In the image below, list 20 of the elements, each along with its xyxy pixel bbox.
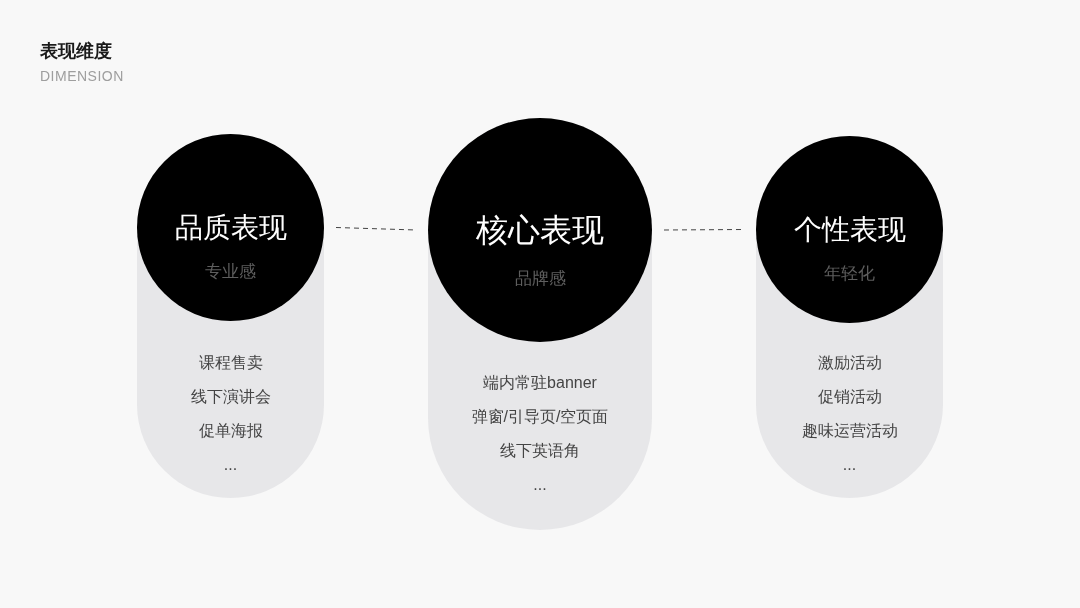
list-item: 激励活动 xyxy=(817,353,882,373)
page-title: 表现维度 xyxy=(40,40,112,63)
list-item: 弹窗/引导页/空页面 xyxy=(471,407,609,427)
list-item: 趣味运营活动 xyxy=(801,421,898,441)
circle-subtitle: 专业感 xyxy=(205,260,256,283)
page-subtitle: DIMENSION xyxy=(40,68,124,85)
circle-heading: 品质表现 xyxy=(174,210,287,245)
list-item: 端内常驻banner xyxy=(483,373,597,393)
list-item: 课程售卖 xyxy=(198,353,263,373)
circle-heading: 核心表现 xyxy=(476,210,604,250)
list-item: ... xyxy=(223,455,238,475)
list-item: 线下英语角 xyxy=(500,441,580,461)
circle-heading: 个性表现 xyxy=(793,212,906,247)
list-item: 促单海报 xyxy=(198,421,263,441)
circle-subtitle: 年轻化 xyxy=(824,262,875,285)
list-item: 促销活动 xyxy=(817,387,882,407)
list-item: 线下演讲会 xyxy=(190,387,271,407)
list-item: ... xyxy=(842,455,857,475)
list-item: ... xyxy=(533,475,547,495)
circle-subtitle: 品牌感 xyxy=(514,268,566,290)
